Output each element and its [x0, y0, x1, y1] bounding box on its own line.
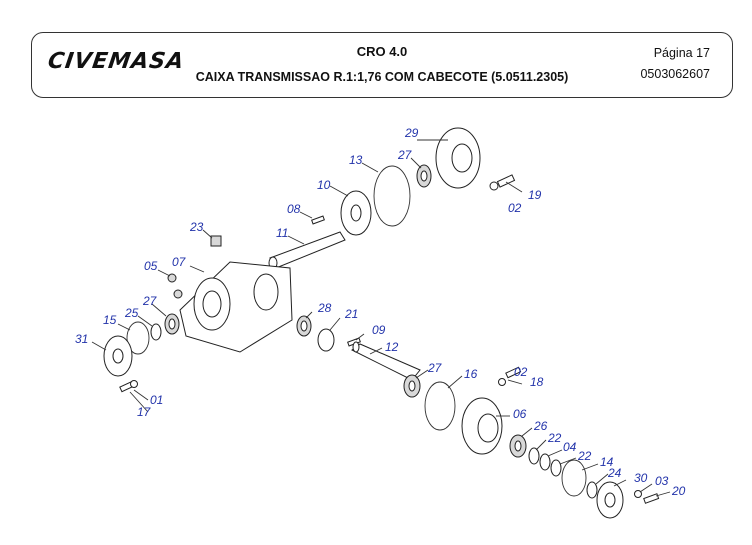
- leader-lines: [91, 139, 671, 497]
- callout-27-top: 27: [397, 148, 413, 162]
- part-04-ring: [539, 453, 551, 471]
- part-08-key: [311, 215, 325, 225]
- callout-23: 23: [189, 220, 204, 234]
- callout-22-b: 22: [577, 449, 592, 463]
- callout-06: 06: [513, 407, 527, 421]
- part-29-flange-cover: [435, 127, 481, 189]
- callout-03: 03: [655, 474, 669, 488]
- callout-19: 19: [528, 188, 542, 202]
- callout-09: 09: [372, 323, 386, 337]
- callout-02-right: 02: [514, 365, 528, 379]
- part-27-bearing-top: [416, 164, 432, 188]
- part-31-cover: [103, 335, 133, 377]
- callout-29: 29: [404, 126, 419, 140]
- callout-02-top: 02: [508, 201, 522, 215]
- part-22-ring-b: [550, 459, 562, 477]
- callout-16: 16: [464, 367, 478, 381]
- header-box: CIVEMASA CRO 4.0 CAIXA TRANSMISSAO R.1:1…: [31, 32, 733, 98]
- part-07-housing: [179, 261, 293, 353]
- part-18-bolt: [498, 366, 522, 386]
- callout-31: 31: [75, 332, 88, 346]
- assembly-title: CAIXA TRANSMISSAO R.1:1,76 COM CABECOTE …: [195, 70, 569, 84]
- part-05-plugs: [167, 273, 183, 299]
- callout-22-a: 22: [547, 431, 562, 445]
- part-22-ring-a: [528, 447, 540, 465]
- part-06-head: [461, 397, 503, 455]
- callout-27-left: 27: [142, 294, 158, 308]
- part-26-bearing: [509, 434, 527, 458]
- page-number: Página 17: [653, 46, 710, 60]
- model-title: CRO 4.0: [356, 44, 408, 59]
- document-number: 0503062607: [640, 67, 710, 81]
- part-20-bolt: [634, 490, 660, 504]
- part-21-seal: [317, 328, 335, 352]
- part-28-bearing: [296, 315, 312, 337]
- part-30-cover: [596, 481, 624, 519]
- callout-27-lower: 27: [427, 361, 443, 375]
- callout-25: 25: [124, 306, 139, 320]
- part-27-bearing-left: [164, 313, 180, 335]
- part-23-plug: [210, 235, 222, 247]
- callout-14: 14: [600, 455, 614, 469]
- callout-20: 20: [671, 484, 686, 498]
- part-17-bolt: [119, 380, 138, 393]
- callout-30: 30: [634, 471, 648, 485]
- part-10-flange: [340, 190, 372, 236]
- part-14-gasket: [561, 459, 587, 497]
- callout-10: 10: [317, 178, 331, 192]
- part-16-gasket: [424, 381, 456, 431]
- callout-05: 05: [144, 259, 158, 273]
- callout-28: 28: [317, 301, 332, 315]
- part-15-gasket: [126, 321, 150, 355]
- part-13-gasket: [373, 165, 411, 227]
- callout-12: 12: [385, 340, 399, 354]
- callout-18: 18: [530, 375, 544, 389]
- callout-13: 13: [349, 153, 363, 167]
- callout-21: 21: [344, 307, 358, 321]
- part-24-seal: [586, 481, 598, 499]
- callout-26: 26: [533, 419, 548, 433]
- callout-24: 24: [607, 466, 622, 480]
- callout-07: 07: [172, 255, 187, 269]
- part-12-shaft: [351, 341, 421, 381]
- callout-11: 11: [276, 226, 288, 240]
- callout-04: 04: [563, 440, 577, 454]
- part-19-bolt: [489, 174, 516, 191]
- callout-08: 08: [287, 202, 301, 216]
- callout-01: 01: [150, 393, 163, 407]
- part-25-seal: [150, 323, 162, 341]
- callout-17: 17: [137, 405, 152, 419]
- part-27-bearing-lower: [403, 374, 421, 398]
- callout-15: 15: [103, 313, 117, 327]
